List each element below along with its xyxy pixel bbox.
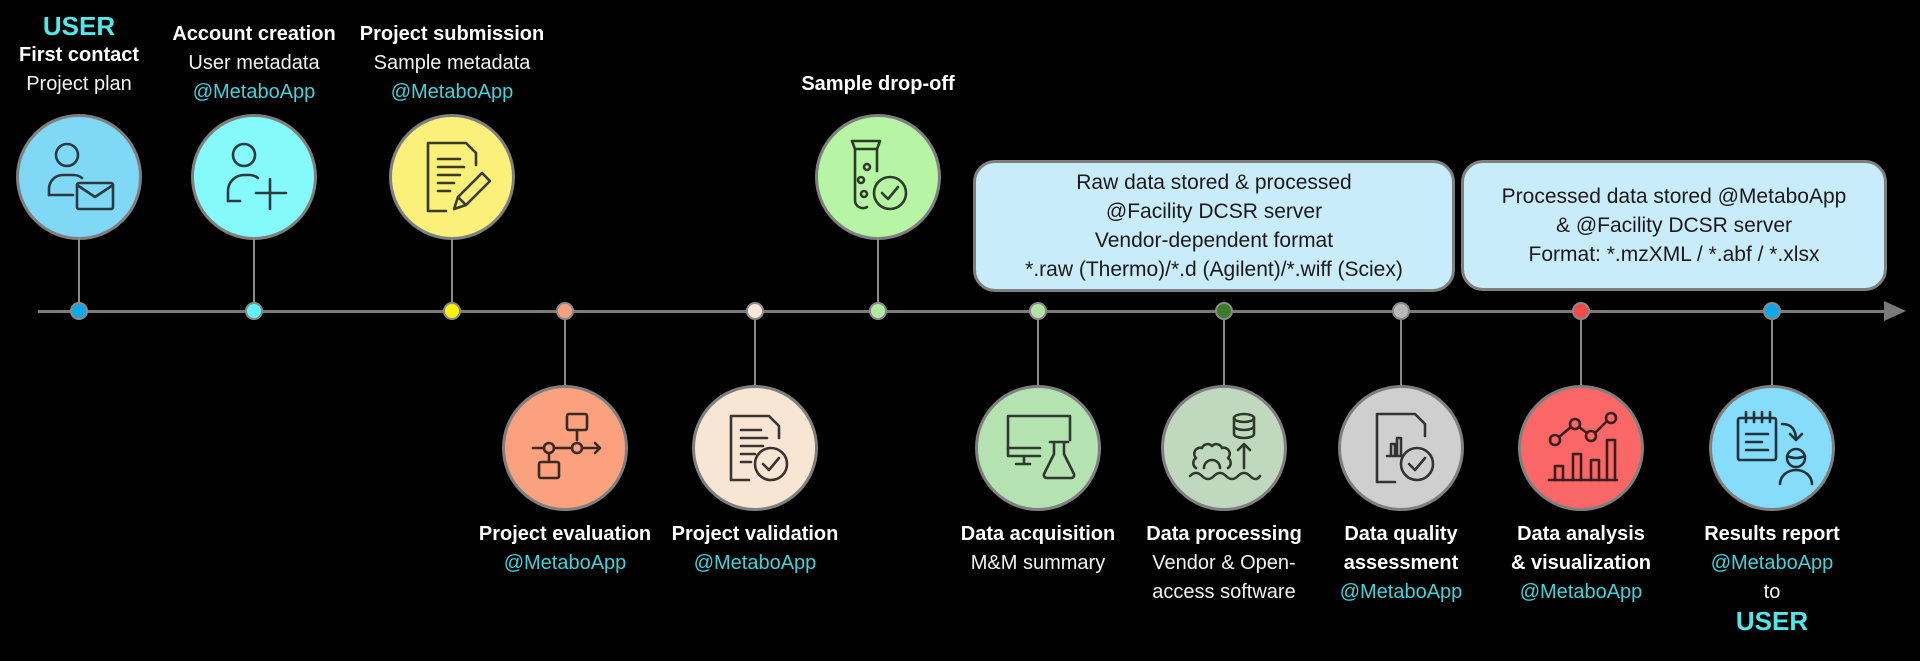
connector-line: [78, 237, 80, 303]
step-results-report-circle[interactable]: [1709, 385, 1835, 511]
connector-line: [451, 237, 453, 303]
step-title: First contact: [18, 44, 140, 66]
step-account-creation-circle[interactable]: [191, 114, 317, 240]
raw-data-info-box: Raw data stored & processed @Facility DC…: [973, 160, 1455, 292]
metaboapp-link: @MetaboApp: [1519, 581, 1643, 603]
info-line: Vendor-dependent format: [1094, 229, 1334, 252]
step-title: Sample drop-off: [801, 73, 955, 95]
metaboapp-link: @MetaboApp: [1710, 552, 1834, 574]
step-data-processing-circle[interactable]: [1161, 385, 1287, 511]
step-title: Data quality: [1344, 523, 1458, 545]
step-title: Data acquisition: [960, 523, 1116, 545]
timeline-dot-data-processing[interactable]: [1215, 302, 1233, 320]
processed-data-info-box: Processed data stored @MetaboApp & @Faci…: [1461, 160, 1887, 291]
metaboapp-link: @MetaboApp: [390, 81, 514, 103]
step-account-creation-label: Account creation User metadata @MetaboAp…: [134, 20, 374, 107]
timeline-dot-data-quality[interactable]: [1392, 302, 1410, 320]
info-line: @Facility DCSR server: [1105, 200, 1323, 223]
step-data-acquisition-circle[interactable]: [975, 385, 1101, 511]
step-title-line-2: & visualization: [1510, 552, 1652, 574]
timeline-dot-results-report[interactable]: [1763, 302, 1781, 320]
info-line: *.raw (Thermo)/*.d (Agilent)/*.wiff (Sci…: [1025, 258, 1403, 281]
step-title: Account creation: [172, 23, 336, 45]
connector-line: [564, 320, 566, 386]
process-flow-icon: [531, 412, 602, 480]
connector-line: [253, 237, 255, 303]
chart-analytics-icon: [1547, 411, 1619, 482]
step-project-validation-circle[interactable]: [692, 385, 818, 511]
info-line: Processed data stored @MetaboApp: [1501, 185, 1847, 208]
step-data-acquisition-label: Data acquisition M&M summary: [918, 520, 1158, 578]
metaboapp-link: @MetaboApp: [693, 552, 817, 574]
connector-line: [1037, 320, 1039, 386]
timeline-dot-data-analysis[interactable]: [1572, 302, 1590, 320]
step-title: Data analysis: [1517, 523, 1645, 545]
step-first-contact-label: USER First contact Project plan: [0, 12, 199, 99]
timeline-dot-project-submission[interactable]: [443, 302, 461, 320]
step-detail: M&M summary: [970, 552, 1106, 574]
step-results-report-label: Results report @MetaboApp to USER: [1652, 520, 1892, 636]
user-add-icon: [226, 142, 288, 211]
metaboapp-link: @MetaboApp: [503, 552, 627, 574]
step-title: Project validation: [671, 523, 839, 545]
step-detail: to: [1763, 581, 1781, 603]
info-line: & @Facility DCSR server: [1555, 214, 1792, 237]
document-check-icon: [729, 414, 789, 482]
connector-line: [1400, 320, 1402, 386]
step-project-submission-label: Project submission Sample metadata @Meta…: [332, 20, 572, 107]
step-data-processing-label: Data processing Vendor & Open- access so…: [1104, 520, 1344, 607]
step-title-line-2: assessment: [1343, 552, 1459, 574]
computer-flask-icon: [1006, 414, 1076, 480]
step-detail: Project plan: [26, 73, 132, 95]
connector-line: [754, 320, 756, 386]
gear-database-icon: [1188, 412, 1262, 481]
timeline-dot-data-acquisition[interactable]: [1029, 302, 1047, 320]
info-line: Raw data stored & processed: [1076, 171, 1352, 194]
timeline-dot-project-evaluation[interactable]: [556, 302, 574, 320]
step-title: Project evaluation: [478, 523, 652, 545]
connector-line: [1580, 320, 1582, 386]
step-data-quality-label: Data quality assessment @MetaboApp: [1281, 520, 1521, 607]
step-project-evaluation-circle[interactable]: [502, 385, 628, 511]
connector-line: [1771, 320, 1773, 386]
step-data-analysis-circle[interactable]: [1518, 385, 1644, 511]
step-data-quality-circle[interactable]: [1338, 385, 1464, 511]
info-line: Format: *.mzXML / *.abf / *.xlsx: [1528, 243, 1820, 266]
timeline-dot-account-creation[interactable]: [245, 302, 263, 320]
step-project-evaluation-label: Project evaluation @MetaboApp: [445, 520, 685, 578]
report-to-user-icon: [1736, 410, 1814, 486]
chart-document-check-icon: [1375, 412, 1435, 484]
timeline-dot-project-validation[interactable]: [746, 302, 764, 320]
user-mail-icon: [47, 142, 115, 211]
step-detail: Vendor & Open-: [1152, 552, 1296, 574]
step-title: Results report: [1704, 523, 1840, 545]
step-sample-drop-off-circle[interactable]: [815, 114, 941, 240]
step-detail: Sample metadata: [373, 52, 531, 74]
step-detail: access software: [1152, 581, 1296, 603]
step-project-submission-circle[interactable]: [389, 114, 515, 240]
connector-line: [877, 237, 879, 303]
timeline-dot-first-contact[interactable]: [70, 302, 88, 320]
step-title: Project submission: [359, 23, 545, 45]
step-title: Data processing: [1146, 523, 1302, 545]
timeline-dot-sample-drop-off[interactable]: [869, 302, 887, 320]
timeline-axis: [38, 310, 1888, 313]
step-first-contact-circle[interactable]: [16, 114, 142, 240]
timeline-arrow-icon: [1884, 301, 1906, 321]
test-tube-check-icon: [850, 139, 908, 211]
step-data-analysis-label: Data analysis & visualization @MetaboApp: [1461, 520, 1701, 607]
step-project-validation-label: Project validation @MetaboApp: [635, 520, 875, 578]
metaboapp-link: @MetaboApp: [192, 81, 316, 103]
user-heading: USER: [42, 11, 116, 41]
document-edit-icon: [426, 141, 492, 213]
step-detail: User metadata: [188, 52, 320, 74]
user-footer: USER: [1735, 606, 1809, 636]
metaboapp-link: @MetaboApp: [1339, 581, 1463, 603]
step-sample-drop-off-label: Sample drop-off: [758, 70, 998, 99]
connector-line: [1223, 320, 1225, 386]
